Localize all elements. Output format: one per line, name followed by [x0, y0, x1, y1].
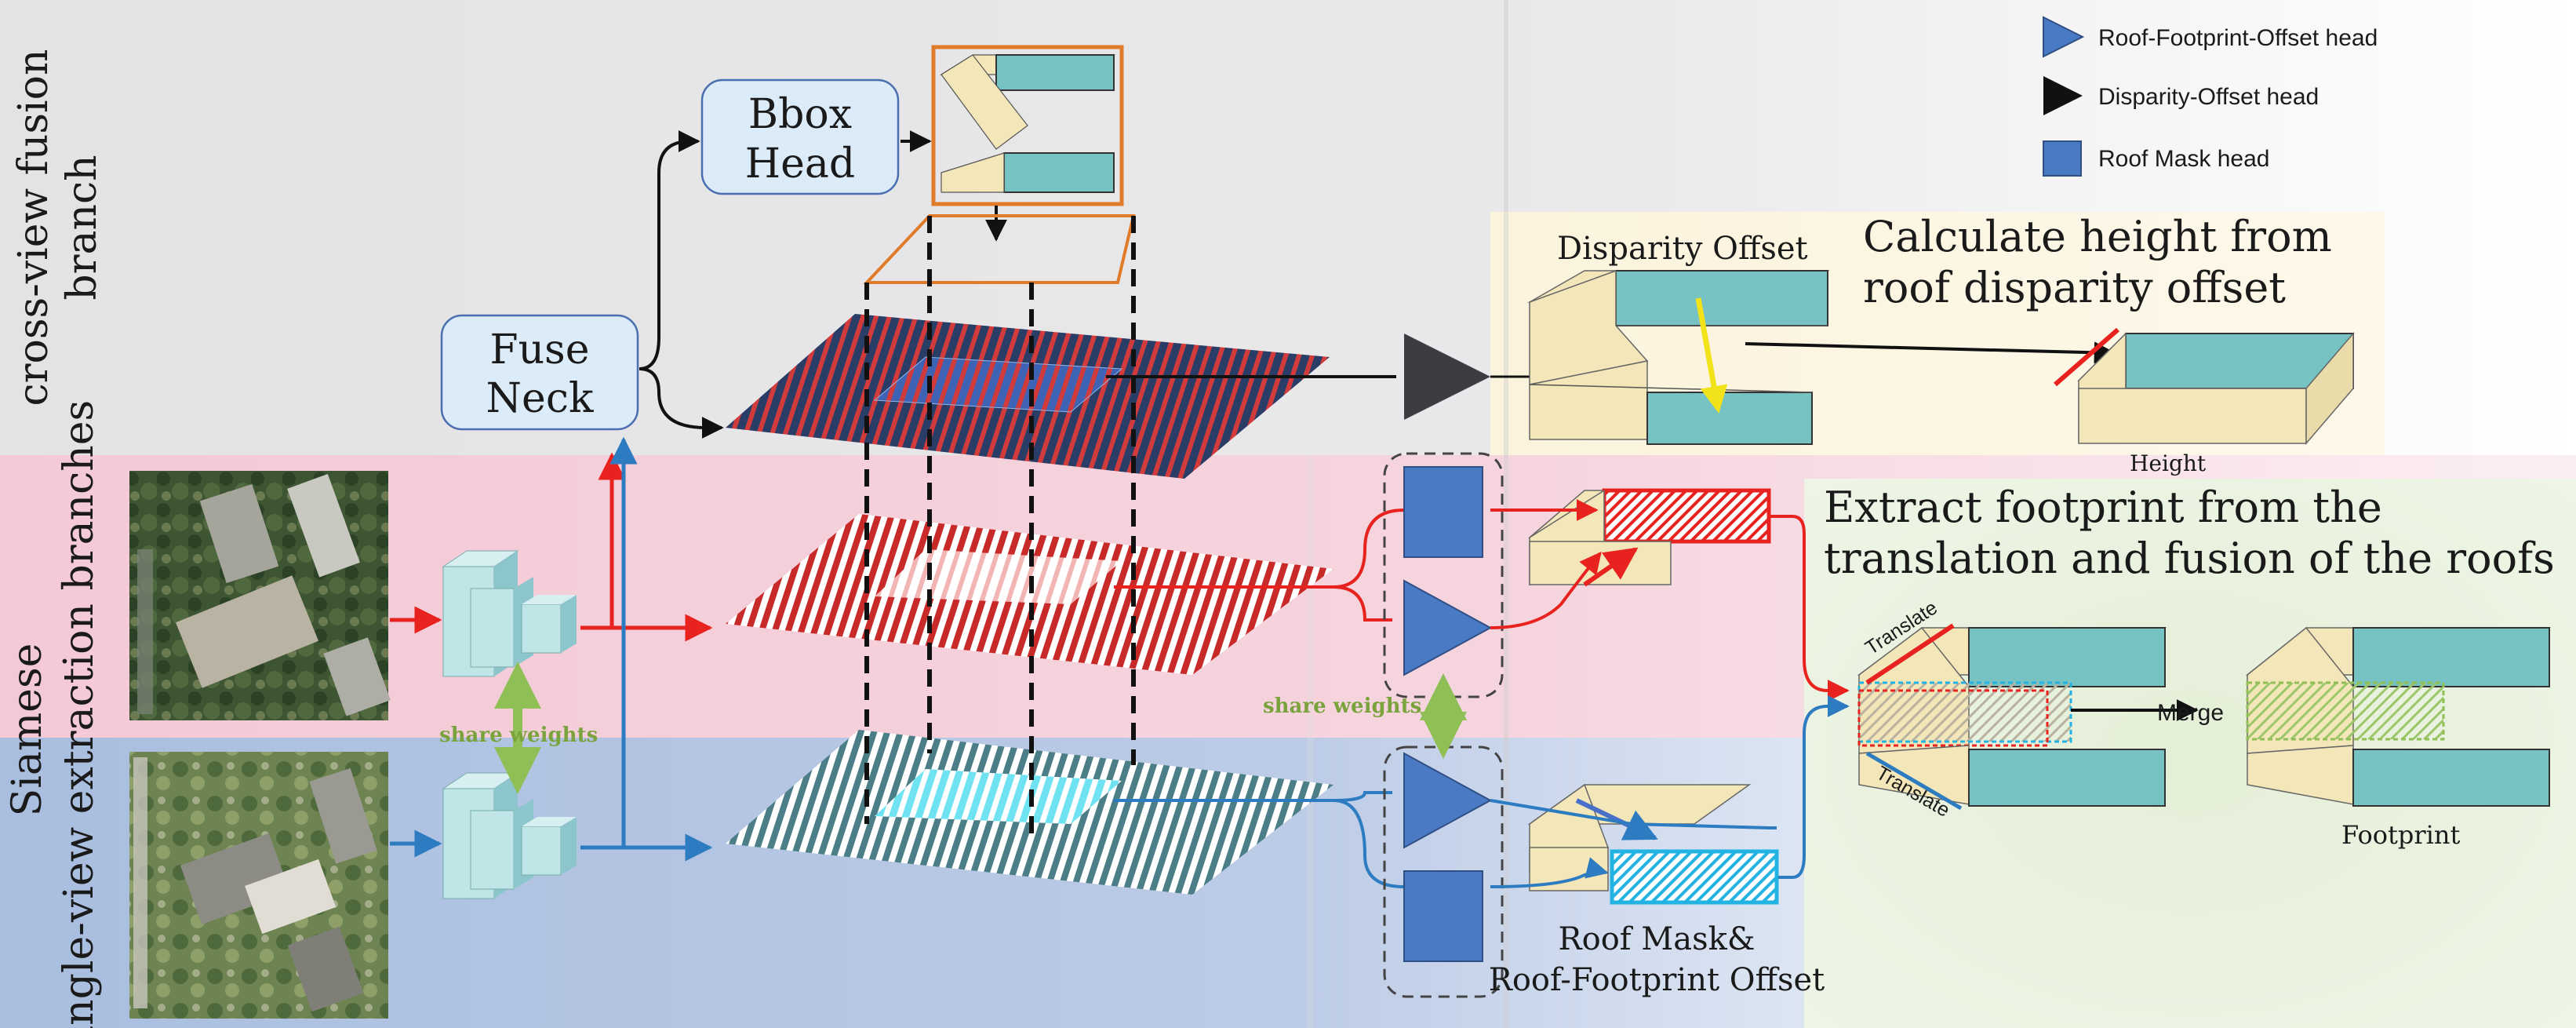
cross-view-branch-label: cross-view fusion branch	[10, 49, 106, 406]
share-weights-left-label: share weights	[439, 724, 598, 747]
siamese-branch-label: Siamese single-view extraction branches	[4, 400, 103, 1028]
svg-text:Fuse: Fuse	[489, 326, 589, 374]
legend: Roof-Footprint-Offset head Disparity-Off…	[2043, 16, 2378, 177]
height-label: Height	[2130, 450, 2207, 476]
backbone-view2	[442, 772, 577, 899]
disparity-offset-head	[1404, 334, 1490, 420]
satellite-image-view2	[129, 752, 388, 1019]
projection-lines	[864, 216, 1136, 840]
bbox-output	[931, 45, 1124, 206]
roof-mask-label-line1: Roof Mask&	[1559, 921, 1756, 957]
svg-text:Siamese: Siamese	[4, 643, 51, 817]
svg-text:Neck: Neck	[486, 375, 594, 422]
translate-building	[1857, 623, 2167, 811]
svg-text:cross-view fusion: cross-view fusion	[10, 49, 57, 406]
roof-mask-label-line2: Roof-Footprint Offset	[1489, 962, 1825, 998]
view2-feature-map	[726, 730, 1333, 895]
heads-group-view1	[1383, 452, 1504, 698]
footprint-label: Footprint	[2341, 820, 2460, 850]
legend-disparity-label: Disparity-Offset head	[2098, 84, 2319, 110]
satellite-image-view1	[129, 471, 391, 720]
svg-text:single-view extraction branc: single-view extraction branches	[56, 400, 103, 1028]
disparity-offset-building	[1527, 269, 1830, 445]
bbox-head-module: Bbox Head	[700, 78, 900, 195]
view1-feature-map	[726, 514, 1333, 675]
merge-label: Merge	[2157, 700, 2224, 726]
height-building	[2054, 327, 2355, 446]
height-title-line2: roof disparity offset	[1863, 263, 2286, 312]
roof-offset-head-view1	[1403, 579, 1493, 676]
share-weights-right-label: share weights	[1263, 694, 1421, 718]
roof-offset-head-view2	[1403, 752, 1493, 849]
footprint-title-line2: translation and fusion of the roofs	[1824, 534, 2555, 583]
view2-roof-building	[1527, 783, 1779, 905]
height-title-line1: Calculate height from	[1863, 212, 2332, 261]
roof-mask-head-view1	[1403, 466, 1483, 558]
backbone-view1	[442, 550, 577, 677]
fused-feature-map	[726, 314, 1330, 479]
footprint-title-line1: Extract footprint from the	[1824, 483, 2382, 532]
svg-text:Head: Head	[745, 140, 855, 188]
svg-text:Bbox: Bbox	[748, 91, 852, 138]
legend-roof-mask-icon	[2043, 140, 2082, 177]
footprint-building	[2245, 626, 2552, 807]
legend-roof-mask-label: Roof Mask head	[2098, 146, 2269, 172]
legend-roof-offset-label: Roof-Footprint-Offset head	[2098, 25, 2378, 51]
legend-disparity-icon	[2043, 76, 2083, 115]
roof-mask-head-view2	[1403, 870, 1483, 962]
disparity-offset-label: Disparity Offset	[1557, 231, 1808, 267]
fuse-neck-module: Fuse Neck	[440, 314, 639, 431]
legend-roof-offset-icon	[2043, 16, 2085, 58]
svg-text:branch: branch	[59, 155, 106, 300]
